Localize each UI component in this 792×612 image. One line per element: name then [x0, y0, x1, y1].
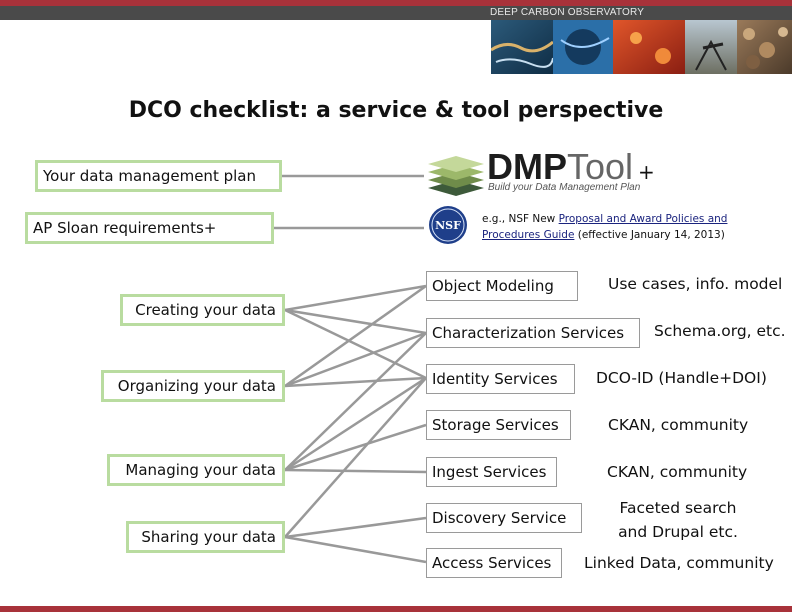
bottom-accent-bar [0, 606, 792, 612]
connector-sharing-access [284, 535, 427, 564]
note-identity: DCO-ID (Handle+DOI) [596, 369, 767, 387]
connector-creating-characterization [284, 308, 427, 335]
note-characterization: Schema.org, etc. [654, 322, 786, 340]
label-identity-services: Identity Services [432, 370, 558, 388]
label-characterization-services: Characterization Services [432, 324, 625, 342]
box-ingest-services: Ingest Services [426, 457, 557, 487]
box-discovery-service: Discovery Service [426, 503, 582, 533]
nsf-prefix: e.g., NSF New [482, 213, 559, 225]
nsf-logo-icon: NSF [429, 206, 467, 244]
connector-managing-characterization [284, 332, 427, 471]
box-sharing-data: Sharing your data [126, 521, 285, 553]
note-storage: CKAN, community [608, 416, 749, 434]
dmptool-wordmark: DMPTool [487, 146, 633, 188]
connector-creating-object [284, 284, 427, 312]
nsf-suffix: (effective January 14, 2013) [574, 229, 725, 241]
dmptool-plus: + [638, 160, 655, 184]
label-organizing-data: Organizing your data [117, 377, 276, 395]
connector-managing-ingest [284, 468, 427, 474]
nsf-policy-link[interactable]: Proposal and Award Policies and Procedur… [482, 213, 728, 241]
note-ingest: CKAN, community [607, 463, 748, 481]
note-discovery: Faceted search and Drupal etc. [618, 499, 738, 541]
top-accent-bar [0, 0, 792, 6]
label-creating-data: Creating your data [135, 301, 276, 319]
note-access: Linked Data, community [584, 554, 774, 572]
label-discovery-service: Discovery Service [432, 509, 567, 527]
label-object-modeling: Object Modeling [432, 277, 554, 295]
connector-organizing-object [284, 284, 427, 388]
box-identity-services: Identity Services [426, 364, 575, 394]
dmptool-word-light: Tool [567, 146, 634, 187]
dmptool-word-bold: DMP [487, 146, 567, 187]
label-sharing-data: Sharing your data [141, 528, 276, 546]
connector-organizing-identity [284, 376, 427, 388]
dmptool-tagline: Build your Data Management Plan [488, 182, 641, 193]
banner-title: DEEP CARBON OBSERVATORY [490, 7, 645, 18]
banner-photo-3 [613, 20, 685, 74]
connector-creating-identity [284, 308, 427, 380]
box-managing-data: Managing your data [107, 454, 285, 486]
box-access-services: Access Services [426, 548, 562, 578]
label-sloan-requirements: AP Sloan requirements+ [33, 219, 217, 237]
box-sloan-requirements: AP Sloan requirements+ [25, 212, 274, 244]
connector-sharing-identity [284, 377, 427, 538]
box-data-management-plan: Your data management plan [35, 160, 282, 192]
connector-sharing-discovery [284, 516, 427, 539]
box-object-modeling: Object Modeling [426, 271, 578, 301]
dmptool-logo-icon [428, 156, 484, 196]
box-creating-data: Creating your data [120, 294, 285, 326]
connector-organizing-characterization [284, 331, 427, 388]
label-managing-data: Managing your data [125, 461, 276, 479]
label-ingest-services: Ingest Services [432, 463, 547, 481]
connector-managing-identity [284, 376, 427, 472]
nsf-reference: e.g., NSF New Proposal and Award Policie… [482, 211, 772, 243]
banner-strip [0, 6, 792, 20]
connector-managing-storage [284, 423, 427, 472]
box-organizing-data: Organizing your data [101, 370, 285, 402]
box-characterization-services: Characterization Services [426, 318, 640, 348]
label-storage-services: Storage Services [432, 416, 559, 434]
label-data-management-plan: Your data management plan [43, 167, 256, 185]
note-object-modeling: Use cases, info. model [608, 275, 783, 293]
slide-title: DCO checklist: a service & tool perspect… [128, 98, 664, 123]
banner-images [491, 20, 792, 74]
nsf-logo-text: NSF [435, 219, 461, 232]
label-access-services: Access Services [432, 554, 552, 572]
box-storage-services: Storage Services [426, 410, 571, 440]
